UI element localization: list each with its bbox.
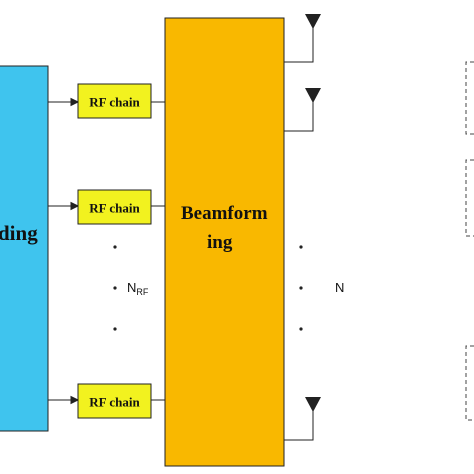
beamforming-block	[164, 17, 285, 467]
antenna-icon-2	[305, 88, 321, 103]
precoding-to-rf-arrows	[48, 97, 80, 405]
rf-chain-label-2: RF chain	[89, 201, 140, 216]
rf-chain-label-4: RF chain	[89, 395, 140, 410]
rf-chain-1: RF chain	[77, 83, 152, 119]
arrowhead-4	[70, 395, 80, 405]
digital-precoding-block	[0, 65, 49, 432]
beamforming-label-line1: Beamform	[181, 203, 268, 224]
antenna-icon-3	[305, 397, 321, 412]
arrowhead-1	[70, 97, 80, 107]
antenna-feeds	[284, 28, 314, 441]
rf-chain-2: RF chain	[77, 189, 152, 225]
antenna-feed-2	[284, 101, 314, 132]
rf-chain-ellipsis	[113, 245, 117, 331]
rf-chain-4: RF chain	[77, 383, 152, 419]
dashed-box-1	[465, 61, 474, 135]
rf-chain-label-1: RF chain	[89, 95, 140, 110]
antenna-ellipsis	[299, 245, 303, 331]
antenna-icon-1	[305, 14, 321, 29]
antenna-icon	[305, 14, 321, 412]
dashed-box-3	[465, 345, 474, 421]
beamforming-label-line2: ing	[207, 232, 233, 253]
rf-to-beamforming-lines	[151, 101, 165, 401]
antenna-feed-3	[284, 410, 314, 441]
antenna-feed-1	[284, 28, 314, 63]
arrowhead-2	[70, 201, 80, 211]
n-antennas-label: N	[335, 280, 344, 295]
digital-precoding-label: ding	[0, 221, 38, 245]
right-dashed-boxes	[465, 61, 474, 421]
n-rf-label: NRF	[127, 280, 149, 297]
dashed-box-2	[465, 159, 474, 237]
